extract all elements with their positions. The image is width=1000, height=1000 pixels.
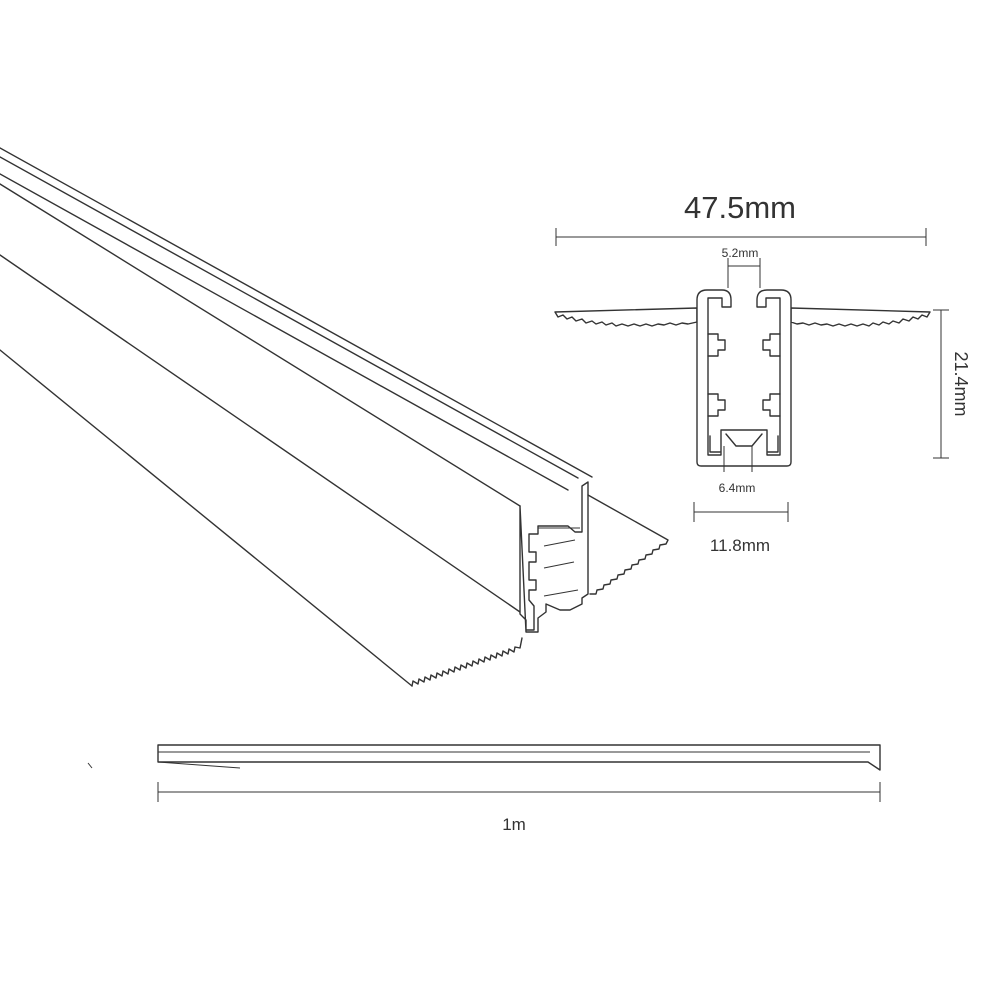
right-notches (762, 333, 781, 417)
dimension-height (933, 309, 949, 459)
profile-end-face (519, 481, 589, 633)
right-flange (587, 494, 669, 595)
dimension-length (157, 782, 881, 802)
channel-body (696, 289, 792, 467)
dimension-overall-width (555, 228, 927, 246)
rail-line (0, 183, 521, 507)
length-label: 1m (502, 815, 526, 834)
slot-top-width-label: 5.2mm (722, 246, 759, 260)
dimension-channel-width (693, 502, 789, 522)
flange-edge (0, 349, 413, 687)
rail-line (0, 147, 593, 478)
rail-line (0, 173, 569, 491)
left-wing (554, 307, 698, 327)
dimension-slot-top (727, 258, 761, 288)
overall-width-label: 47.5mm (684, 190, 796, 225)
channel-width-label: 11.8mm (710, 536, 770, 555)
slot-bottom-width-label: 6.4mm (719, 481, 756, 495)
perspective-view (0, 147, 669, 687)
cross-section-view (554, 289, 931, 467)
serrated-edge (411, 637, 523, 687)
right-wing (790, 307, 931, 327)
height-label: 21.4mm (951, 351, 971, 416)
bottom-slot (709, 433, 779, 453)
dimension-slot-bottom (723, 446, 753, 472)
rail-line (0, 156, 579, 479)
side-view (87, 744, 881, 771)
left-notches (707, 333, 726, 417)
flange-line (0, 254, 521, 613)
inner-lines (538, 527, 580, 597)
